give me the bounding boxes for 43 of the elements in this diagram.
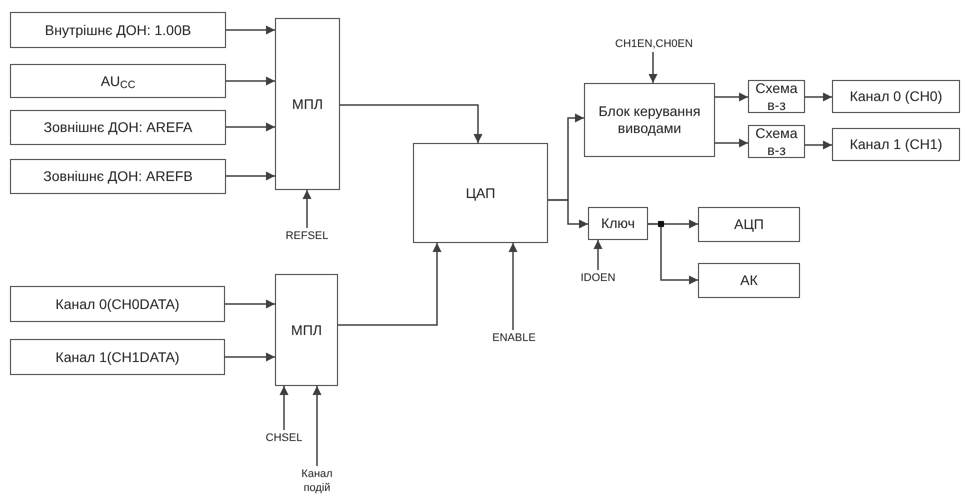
block-box: Блок керування виводами: [584, 83, 715, 157]
arrow: [225, 352, 275, 362]
arrow: [648, 223, 698, 284]
arrow: [280, 386, 288, 430]
arrow: [225, 300, 275, 308]
arrow: [340, 104, 482, 143]
signal-label: Канал подій: [290, 466, 344, 496]
block-box: АК: [698, 263, 800, 298]
arrow: [805, 140, 832, 150]
block-box: МПЛ: [275, 274, 338, 386]
arrow: [226, 26, 275, 34]
block-box: Ключ: [588, 207, 648, 240]
block-box: Канал 0 (CH0): [832, 80, 960, 113]
block-box: Канал 0(CH0DATA): [10, 286, 225, 322]
block-box: МПЛ: [275, 18, 340, 190]
arrow: [594, 240, 602, 270]
block-box: Канал 1(CH1DATA): [10, 339, 225, 375]
arrow: [715, 92, 748, 102]
block-box: Схема в-з: [748, 80, 805, 113]
arrow: [338, 243, 442, 326]
arrow: [805, 92, 832, 102]
block-box: Схема в-з: [748, 125, 805, 158]
signal-label: CHSEL: [258, 430, 310, 446]
signal-label: ENABLE: [486, 330, 542, 346]
signal-label: REFSEL: [280, 228, 334, 244]
block-box: Зовнішнє ДОН: AREFB: [10, 159, 226, 194]
arrow: [226, 76, 275, 86]
signal-label: CH1EN,CH0EN: [606, 36, 702, 52]
arrow: [226, 172, 275, 180]
block-box: Канал 1 (CH1): [832, 128, 960, 161]
arrow: [508, 243, 518, 330]
arrow: [302, 190, 312, 228]
block-box: АЦП: [698, 207, 800, 242]
block-box: Зовнішнє ДОН: AREFA: [10, 110, 226, 145]
arrow: [548, 199, 588, 228]
arrow: [226, 122, 275, 132]
signal-label: IDOEN: [576, 270, 620, 286]
arrow: [715, 138, 748, 148]
arrow: [312, 386, 322, 466]
block-box: Внутрішнє ДОН: 1.00В: [10, 12, 226, 48]
block-box: AU$_{CC}$: [10, 64, 226, 98]
arrow: [648, 52, 658, 83]
block-box: ЦАП: [413, 143, 548, 243]
